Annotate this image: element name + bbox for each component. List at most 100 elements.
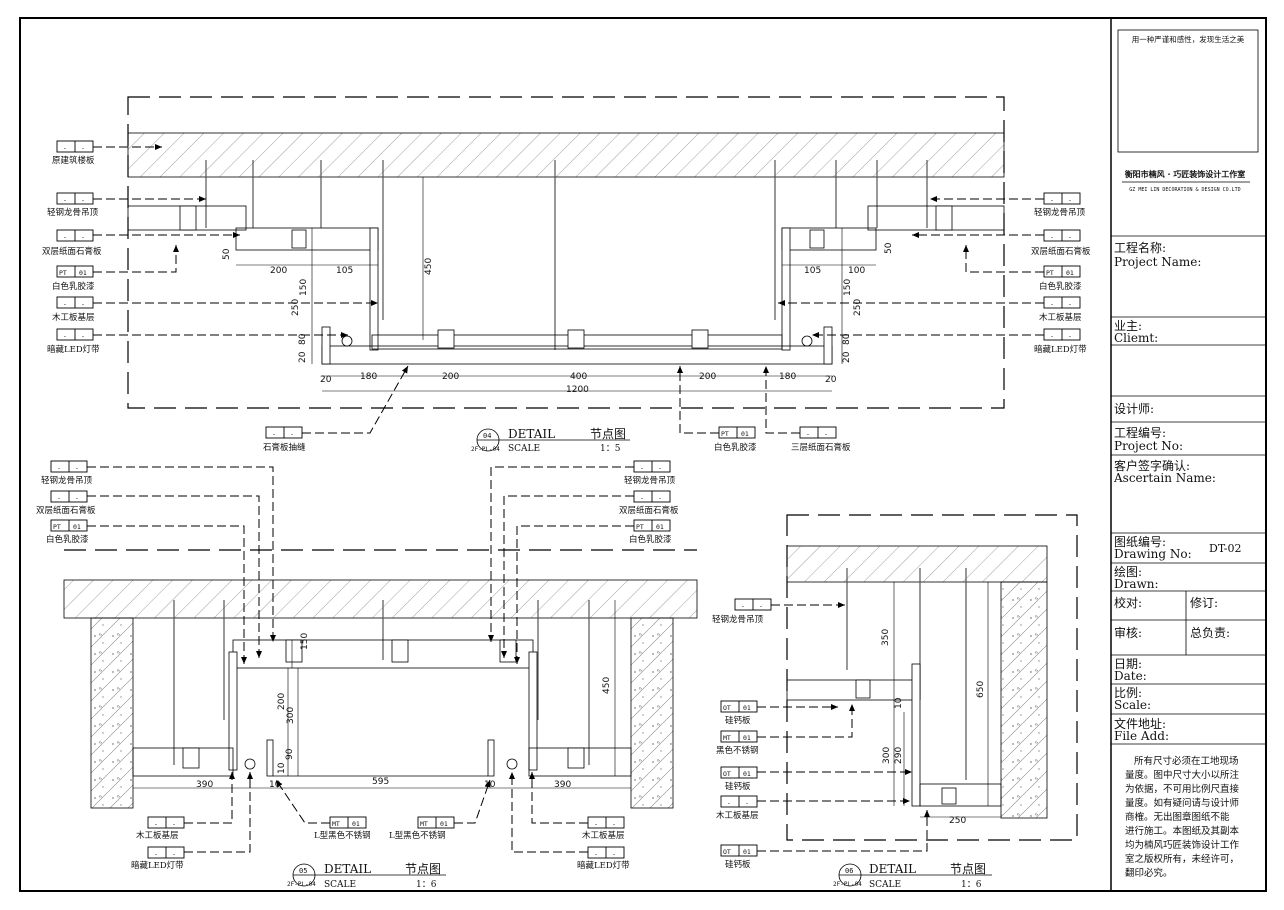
- tag-text: -: [612, 850, 616, 858]
- dim-label: 1200: [566, 385, 589, 395]
- detail-title-cn: 节点图: [590, 427, 626, 441]
- dim-label: 595: [372, 777, 389, 787]
- scale-label: SCALE: [869, 880, 901, 890]
- dim-label: 200: [442, 372, 459, 382]
- building-slab: [63, 579, 698, 619]
- notes-block: 所有尺寸必须在工地现场 量度。图中尺寸大小以所注 为依据，不可用比例尺直接 量度…: [1125, 755, 1240, 879]
- drawing-no-label-en: Drawing No:: [1114, 547, 1192, 561]
- note-line: 均为楠风巧匠装饰设计工作: [1125, 839, 1240, 851]
- callout-label: 双层纸面石膏板: [36, 505, 96, 516]
- dim-label: 50: [222, 248, 232, 260]
- dim-label: 350: [881, 629, 891, 646]
- scale-label: SCALE: [324, 880, 356, 890]
- tag-text: -: [81, 144, 85, 152]
- callout-label: 原建筑楼板: [52, 155, 95, 166]
- detail-title-cn: 节点图: [950, 862, 986, 876]
- callout-label: 白色乳胶漆: [46, 534, 89, 545]
- tag-text: -: [75, 464, 79, 472]
- callout-label: 白色乳胶漆: [52, 281, 95, 292]
- drawing-no-value: DT-02: [1209, 542, 1241, 555]
- scale-value: 1：6: [416, 880, 437, 890]
- drawn-label-cn: 绘图:: [1114, 564, 1142, 579]
- tag-text: -: [640, 464, 644, 472]
- company-name-cn: 衡阳市楠风 · 巧匠装饰设计工作室: [1125, 169, 1246, 179]
- detail-05-callouts-bottom: - - - - MT 01 MT 01 - - - - 木工板基层 暗藏LED灯…: [131, 772, 630, 871]
- tag-text: -: [81, 233, 85, 241]
- callout-label: 木工板基层: [582, 830, 625, 841]
- tag-text: -: [63, 233, 67, 241]
- dim-label: 250: [853, 299, 863, 316]
- callout-label: 暗藏LED灯带: [47, 344, 100, 355]
- date-label-cn: 日期:: [1114, 657, 1142, 671]
- tag-text: -: [727, 799, 731, 807]
- detail-ref: 2F-PL-04: [287, 881, 316, 888]
- tag-text: -: [806, 430, 810, 438]
- detail-05-callouts-top: - - - - PT 01 - - - - PT 01 轻钢龙骨吊顶 双层纸面石…: [36, 460, 679, 664]
- callout-label: 硅钙板: [725, 781, 751, 792]
- dim-label: 10: [894, 697, 904, 709]
- tag-text: -: [594, 850, 598, 858]
- callout-label: L型黑色不锈钢: [389, 830, 446, 841]
- note-line: 量度。如有疑问请与设计师: [1125, 797, 1239, 809]
- review-label: 审核:: [1114, 625, 1142, 640]
- wall-left: [90, 617, 134, 809]
- tag-text: 01: [1066, 269, 1074, 277]
- callout-label: 黑色不锈钢: [716, 745, 759, 756]
- callout-label: 轻钢龙骨吊顶: [1034, 207, 1086, 218]
- tag-text: PT: [636, 523, 644, 531]
- tag-text: MT: [420, 820, 428, 828]
- dim-label: 20: [825, 375, 837, 385]
- detail-number: 06: [845, 867, 853, 875]
- revise-label: 修订:: [1190, 595, 1218, 610]
- tag-text: 01: [741, 430, 749, 438]
- tag-text: OT: [723, 704, 731, 712]
- tag-text: MT: [332, 820, 340, 828]
- dim-label: 200: [277, 693, 287, 710]
- callout-label: 硅钙板: [725, 859, 751, 870]
- tag-text: -: [63, 144, 67, 152]
- callout-label: 木工板基层: [52, 312, 95, 323]
- client-label-en: Cliemt:: [1114, 331, 1158, 345]
- tag-text: 01: [743, 770, 751, 778]
- dim-label: 20: [320, 375, 332, 385]
- dim-label: 10: [269, 780, 281, 790]
- callout-label: 白色乳胶漆: [714, 442, 757, 453]
- scale-label: SCALE: [508, 444, 540, 454]
- detail-ref: 2F-PL-04: [471, 446, 500, 453]
- detail-ref: 2F-PL-04: [833, 881, 862, 888]
- building-slab: [127, 132, 1005, 178]
- dim-label: 250: [291, 299, 301, 316]
- tag-text: -: [745, 799, 749, 807]
- wall-right: [630, 617, 674, 809]
- tag-text: -: [172, 820, 176, 828]
- callout-label: 暗藏LED灯带: [1034, 344, 1087, 355]
- tag-text: -: [594, 820, 598, 828]
- detail-06-callouts: - - OT 01 MT 01 OT 01 - - OT 01 轻钢龙骨吊顶 硅…: [712, 598, 930, 870]
- tag-text: PT: [721, 430, 729, 438]
- dim-label: 450: [424, 258, 434, 275]
- dim-label: 10: [277, 762, 287, 774]
- tag-text: -: [57, 464, 61, 472]
- callout-label: 石膏板抽缝: [263, 442, 306, 453]
- note-line: 进行施工。本图纸及其副本: [1125, 825, 1240, 837]
- tag-text: PT: [53, 523, 61, 531]
- scale-label-cn: 比例:: [1114, 686, 1142, 700]
- dim-label: 200: [699, 372, 716, 382]
- tag-text: 01: [73, 523, 81, 531]
- detail-04-callouts-bottom: - - PT 01 - - 石膏板抽缝 白色乳胶漆 三层纸面石膏板: [263, 365, 851, 453]
- tag-text: -: [290, 430, 294, 438]
- tag-text: PT: [59, 269, 67, 277]
- detail-04-title: 04 2F-PL-04 DETAIL 节点图 SCALE 1：5: [471, 427, 630, 454]
- company-name-en: GZ MEI LIN DECORATION & DESIGN CO.LTD: [1129, 187, 1240, 193]
- tag-text: -: [75, 494, 79, 502]
- outer-frame: [19, 17, 1267, 892]
- tag-text: -: [63, 332, 67, 340]
- dim-label: 20: [298, 351, 308, 363]
- tag-text: -: [1068, 196, 1072, 204]
- tag-text: MT: [723, 734, 731, 742]
- detail-title: DETAIL: [869, 862, 916, 876]
- tag-text: 01: [743, 734, 751, 742]
- file-label-cn: 文件地址:: [1114, 716, 1166, 731]
- building-slab: [786, 545, 1048, 583]
- tag-text: -: [1068, 332, 1072, 340]
